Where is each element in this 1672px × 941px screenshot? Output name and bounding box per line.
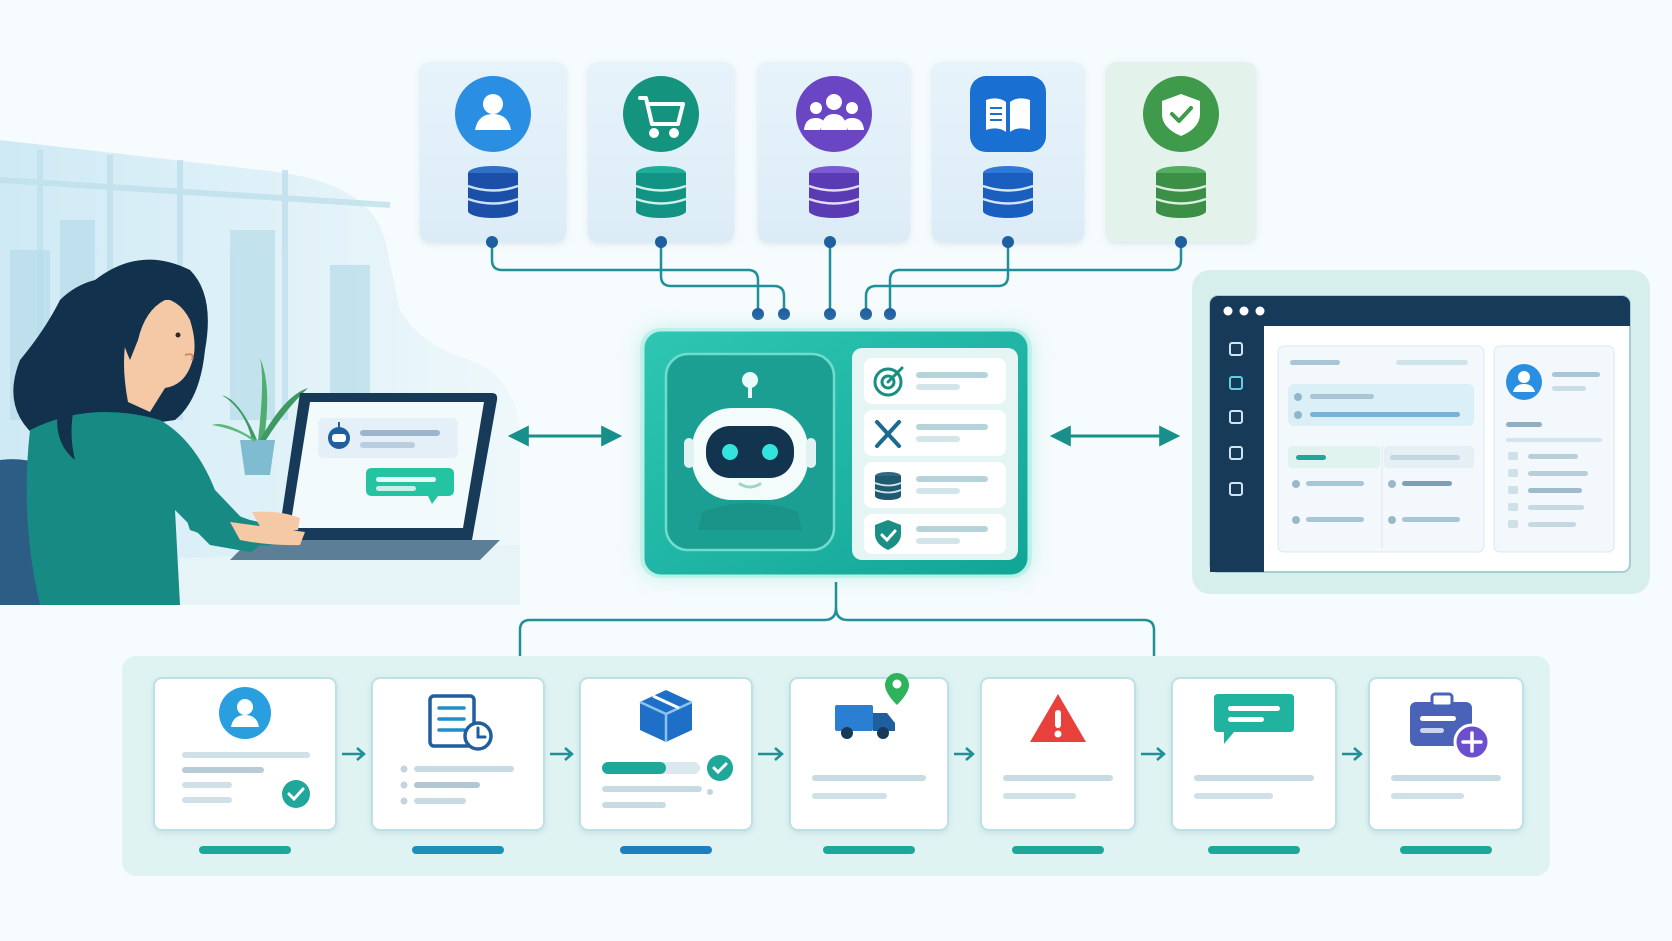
package-check-icon xyxy=(639,690,693,742)
source-connectors xyxy=(490,242,1183,315)
step-status-bar xyxy=(199,846,291,854)
chat-icon xyxy=(1214,694,1294,744)
window-dot-icon xyxy=(1239,306,1249,316)
robot-icon xyxy=(328,422,350,449)
document-clock-icon xyxy=(428,694,493,751)
step-status-bar xyxy=(1208,846,1300,854)
flow-arrow xyxy=(1342,747,1363,761)
flow-arrow xyxy=(550,747,574,761)
tools-icon xyxy=(875,420,901,448)
database-icon xyxy=(467,166,519,218)
capability-item-security xyxy=(864,514,1006,554)
user-check-icon xyxy=(219,687,271,739)
ticket-add-icon xyxy=(1410,692,1491,761)
nav-item-icon xyxy=(1229,482,1243,496)
team-icon xyxy=(804,94,864,130)
database-icon xyxy=(808,166,860,218)
step-status-bar xyxy=(620,846,712,854)
shopping-cart-icon xyxy=(638,96,685,138)
nav-item-icon xyxy=(1229,376,1243,390)
workflow-step[interactable] xyxy=(579,677,753,831)
source-card-security[interactable] xyxy=(1106,62,1256,242)
workflow-step[interactable] xyxy=(153,677,337,831)
shield-check-icon xyxy=(1162,94,1200,136)
workflow-step[interactable] xyxy=(980,677,1136,831)
window-dot-icon xyxy=(1223,306,1233,316)
profile-details xyxy=(1508,452,1588,528)
workflow-pipeline xyxy=(122,656,1550,876)
ai-assistant-core[interactable] xyxy=(640,328,1032,578)
workflow-bracket xyxy=(518,582,1156,656)
step-status-bar xyxy=(412,846,504,854)
nav-item-icon xyxy=(1229,410,1243,424)
source-card-customer[interactable] xyxy=(420,62,566,242)
capability-item-goal xyxy=(864,358,1006,404)
user-icon xyxy=(1506,364,1542,400)
window-dot-icon xyxy=(1255,306,1265,316)
nav-home-icon xyxy=(1229,342,1243,356)
capability-item-data xyxy=(864,462,1006,508)
window-controls xyxy=(1223,306,1265,316)
connector-dots xyxy=(486,236,1187,320)
flow-arrow xyxy=(342,747,366,761)
source-card-orders[interactable] xyxy=(588,62,734,242)
dashboard-nav[interactable] xyxy=(1229,342,1243,496)
data-sources xyxy=(420,62,1256,242)
alert-icon xyxy=(1030,694,1086,742)
source-card-knowledge[interactable] xyxy=(932,62,1084,242)
plant xyxy=(212,358,308,475)
flow-arrow xyxy=(954,747,975,761)
book-icon xyxy=(986,98,1030,132)
person xyxy=(13,259,305,605)
capability-item-tools xyxy=(864,410,1006,456)
delivery-truck-icon xyxy=(835,673,909,739)
database-icon xyxy=(982,166,1034,218)
database-icon xyxy=(874,472,902,500)
step-status-bar xyxy=(1400,846,1492,854)
dashboard-window[interactable] xyxy=(1192,270,1650,594)
target-icon xyxy=(873,366,904,397)
workflow-step[interactable] xyxy=(1171,677,1337,831)
flow-arrow xyxy=(758,747,784,761)
workflow-step[interactable] xyxy=(1368,677,1524,831)
database-icon xyxy=(1155,166,1207,218)
database-icon xyxy=(635,166,687,218)
workflow-step[interactable] xyxy=(371,677,545,831)
flow-arrow xyxy=(1141,747,1166,761)
laptop xyxy=(230,393,500,560)
step-status-bar xyxy=(823,846,915,854)
user-icon xyxy=(475,94,511,130)
shield-check-icon xyxy=(875,520,901,550)
workflow-step[interactable] xyxy=(789,673,949,831)
robot-icon xyxy=(684,372,816,530)
office-scene xyxy=(0,140,520,605)
laptop-chat-screen xyxy=(318,418,458,504)
nav-item-icon xyxy=(1229,446,1243,460)
source-card-team[interactable] xyxy=(758,62,910,242)
step-status-bar xyxy=(1012,846,1104,854)
